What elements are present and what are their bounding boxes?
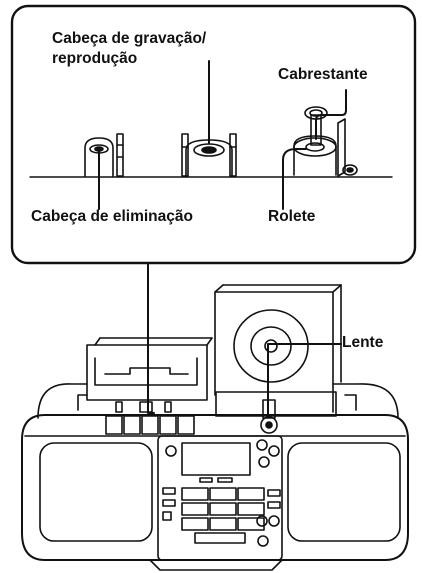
pinch-roller-shape [293, 118, 358, 177]
label-capstan: Cabrestante [278, 66, 368, 83]
label-lens: Lente [342, 334, 384, 351]
right-speaker [287, 442, 401, 542]
leader-capstan [315, 89, 347, 140]
label-record-head-line2: reprodução [52, 50, 138, 67]
left-speaker [39, 442, 153, 542]
erase-head-shape [84, 133, 124, 177]
boombox-body-shape [21, 383, 409, 571]
display-window [181, 442, 251, 476]
label-record-head-line1: Cabeça de gravação/ [52, 30, 207, 47]
leader-lens [267, 343, 342, 415]
lens-shape [260, 416, 278, 434]
leader-pinch-roller [282, 148, 307, 210]
cassette-door-shape [86, 337, 213, 401]
label-pinch-roller: Rolete [268, 208, 316, 225]
callout-box [10, 4, 417, 265]
label-erase-head: Cabeça de eliminação [31, 208, 193, 225]
cd-lid-shape [214, 284, 342, 413]
